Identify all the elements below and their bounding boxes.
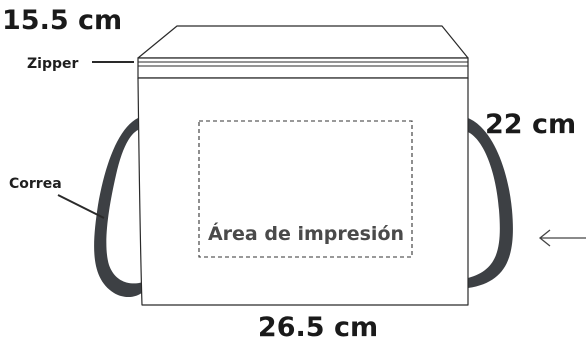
dimension-height: 22 cm: [485, 109, 576, 140]
bag-body: [137, 77, 469, 306]
dimension-width: 26.5 cm: [258, 312, 378, 340]
zipper-label: Zipper: [27, 56, 78, 72]
left-arrow-icon: [538, 229, 586, 247]
print-area-label: Área de impresión: [208, 222, 404, 245]
strap-right: [468, 118, 513, 288]
strap-leader-line: [57, 194, 105, 219]
bag-lid-band: [137, 57, 469, 79]
strap-label: Correa: [9, 176, 62, 192]
print-area-box: [198, 120, 413, 258]
dimension-depth: 15.5 cm: [2, 5, 122, 36]
bag-lid-top: [137, 25, 469, 59]
strap-left: [94, 118, 143, 298]
